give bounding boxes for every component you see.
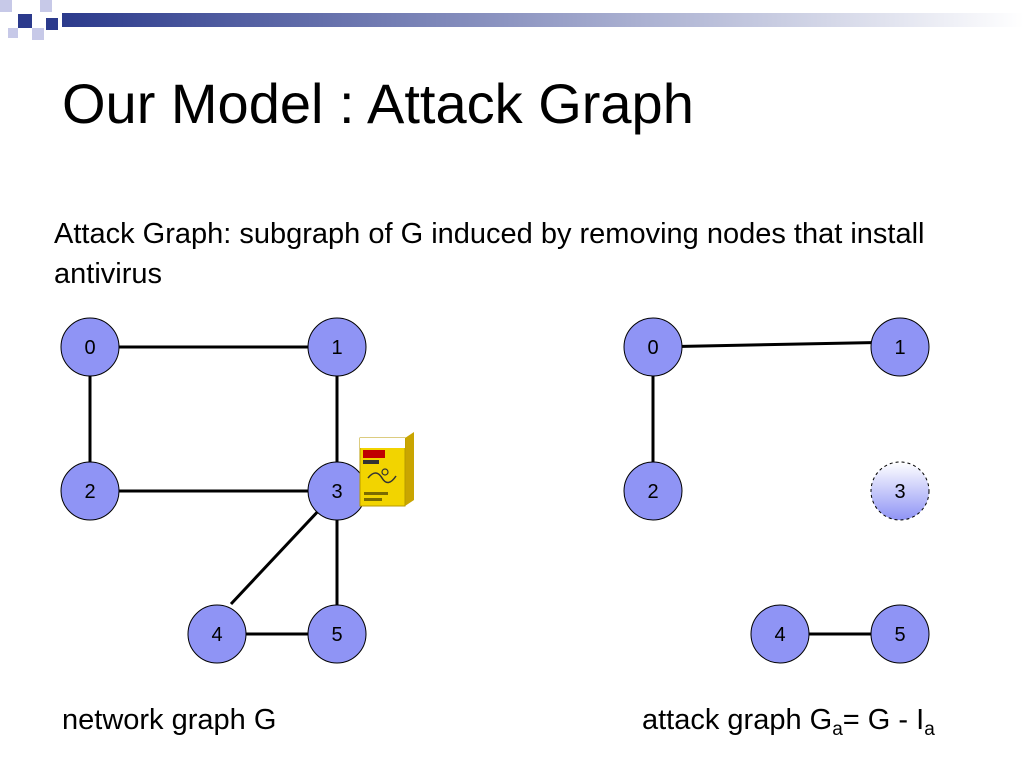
caption-subscript: a bbox=[924, 719, 935, 740]
graph-node: 5 bbox=[307, 604, 367, 664]
graph-node: 2 bbox=[60, 461, 120, 521]
slide-header-decoration bbox=[0, 0, 1024, 40]
header-gradient-bar bbox=[62, 13, 1024, 27]
slide-subtitle: Attack Graph: subgraph of G induced by r… bbox=[54, 218, 925, 290]
node-label: 0 bbox=[84, 337, 95, 359]
node-label: 4 bbox=[774, 624, 785, 646]
attack-graph-nodes: 0 1 2 3 4 5 bbox=[623, 317, 930, 664]
node-label: 4 bbox=[211, 624, 222, 646]
graph-node: 5 bbox=[870, 604, 930, 664]
graph-node: 2 bbox=[623, 461, 683, 521]
node-label: 3 bbox=[894, 481, 905, 503]
caption-text: = G - I bbox=[842, 704, 925, 736]
node-label: 2 bbox=[647, 481, 658, 503]
caption-text: attack graph G bbox=[642, 704, 833, 736]
node-label: 2 bbox=[84, 481, 95, 503]
attack-graph-edges bbox=[651, 340, 901, 636]
node-label: 0 bbox=[647, 337, 658, 359]
slide-title: Our Model : Attack Graph bbox=[62, 72, 694, 135]
network-graph-edges bbox=[88, 345, 339, 636]
attack-graph-caption: attack graph Ga= G - Ia bbox=[642, 700, 935, 750]
removed-graph-node: 3 bbox=[870, 461, 930, 521]
node-label: 3 bbox=[331, 481, 342, 503]
node-label: 5 bbox=[331, 624, 342, 646]
graph-node: 3 bbox=[307, 461, 367, 521]
graph-node: 0 bbox=[60, 317, 120, 377]
network-graph: 0 1 2 3 4 5 bbox=[60, 317, 414, 664]
attack-graph: 0 1 2 3 4 5 bbox=[623, 317, 930, 664]
graph-node: 4 bbox=[187, 604, 247, 664]
graph-node: 0 bbox=[623, 317, 683, 377]
antivirus-box-icon bbox=[359, 432, 414, 507]
network-graph-caption: network graph G bbox=[62, 704, 277, 736]
edge-0-1 bbox=[652, 340, 901, 349]
graph-node: 1 bbox=[870, 317, 930, 377]
node-label: 1 bbox=[331, 337, 342, 359]
node-label: 1 bbox=[894, 337, 905, 359]
caption-subscript: a bbox=[832, 719, 843, 740]
graph-node: 1 bbox=[307, 317, 367, 377]
graph-node: 4 bbox=[750, 604, 810, 664]
network-graph-nodes: 0 1 2 3 4 5 bbox=[60, 317, 367, 664]
node-label: 5 bbox=[894, 624, 905, 646]
